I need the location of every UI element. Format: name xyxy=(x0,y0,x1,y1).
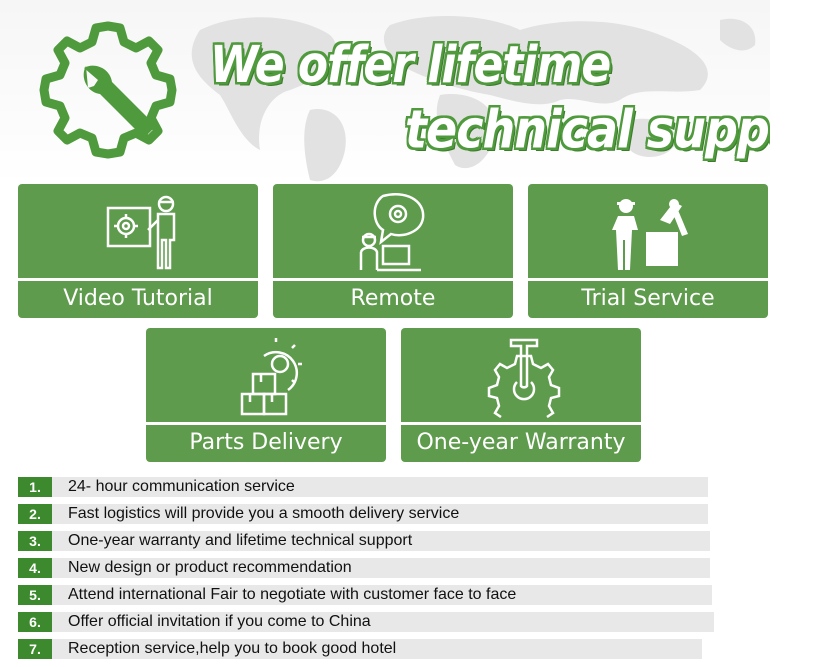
service-card-parts-delivery[interactable]: Parts Delivery xyxy=(146,328,386,462)
list-item: 7. Reception service,help you to book go… xyxy=(18,639,702,659)
list-item-number: 4. xyxy=(18,558,52,578)
list-item-text: Reception service,help you to book good … xyxy=(68,640,397,657)
world-map-icon xyxy=(191,15,756,182)
video-tutorial-icon xyxy=(106,195,176,270)
card-divider xyxy=(146,422,386,425)
list-item: 1. 24- hour communication service xyxy=(18,477,708,497)
headline-line-1: We offer lifetime xyxy=(210,36,611,95)
service-label-parts-delivery: Parts Delivery xyxy=(189,430,343,455)
list-item: 4. New design or product recommendation xyxy=(18,558,710,578)
remote-support-icon xyxy=(359,193,425,272)
list-item-text: Offer official invitation if you come to… xyxy=(68,613,371,630)
list-item: 3. One-year warranty and lifetime techni… xyxy=(18,531,710,551)
service-label-video-tutorial: Video Tutorial xyxy=(63,286,213,311)
list-item: 2. Fast logistics will provide you a smo… xyxy=(18,504,708,524)
service-label-remote: Remote xyxy=(350,286,436,311)
list-item: 6. Offer official invitation if you come… xyxy=(18,612,714,632)
parts-delivery-icon xyxy=(240,338,302,416)
service-card-one-year-warranty[interactable]: One-year Warranty xyxy=(401,328,641,462)
list-item: 5. Attend international Fair to negotiat… xyxy=(18,585,712,605)
list-item-number: 5. xyxy=(18,585,52,605)
card-divider xyxy=(401,422,641,425)
list-item-number: 6. xyxy=(18,612,52,632)
list-item-text: New design or product recommendation xyxy=(68,559,352,576)
service-card-remote[interactable]: Remote xyxy=(273,184,513,318)
list-item-text: Attend international Fair to negotiate w… xyxy=(68,586,517,603)
service-label-one-year-warranty: One-year Warranty xyxy=(416,430,626,455)
list-item-number: 7. xyxy=(18,639,52,659)
card-divider xyxy=(273,278,513,281)
list-item-text: Fast logistics will provide you a smooth… xyxy=(68,505,460,522)
service-label-trial-service: Trial Service xyxy=(581,286,715,311)
list-item-text: 24- hour communication service xyxy=(68,478,295,495)
wrench-gear-logo-icon xyxy=(39,21,177,159)
list-item-text: One-year warranty and lifetime technical… xyxy=(68,532,413,549)
list-item-number: 3. xyxy=(18,531,52,551)
service-card-video-tutorial[interactable]: Video Tutorial xyxy=(18,184,258,318)
warranty-icon xyxy=(487,338,561,418)
hero-banner: We offer lifetime technical support xyxy=(0,0,770,185)
card-divider xyxy=(18,278,258,281)
headline-line-2: technical support xyxy=(405,98,770,161)
list-item-number: 2. xyxy=(18,504,52,524)
service-card-trial-service[interactable]: Trial Service xyxy=(528,184,768,318)
card-divider xyxy=(528,278,768,281)
trial-service-icon xyxy=(612,199,688,270)
list-item-number: 1. xyxy=(18,477,52,497)
